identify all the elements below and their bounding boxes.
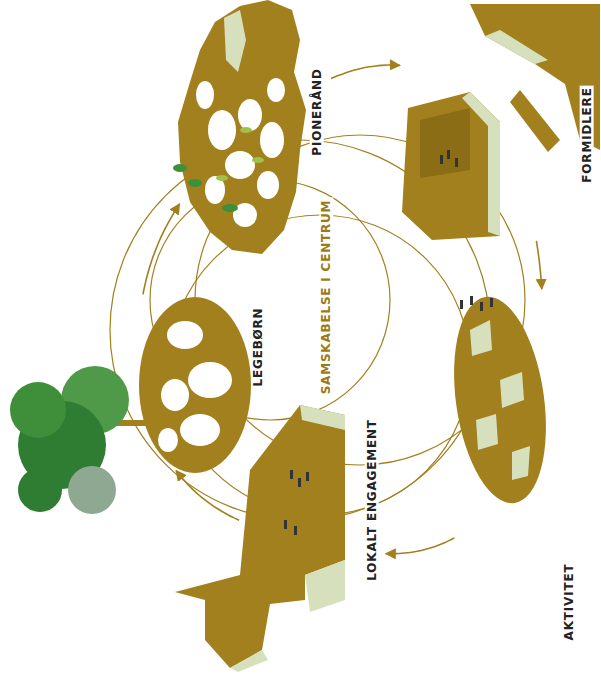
mediator-buildings [402,4,600,240]
node-label: AKTIVITET [562,562,576,643]
pioneer-landscape [173,0,306,254]
cycle-arrow [536,241,541,289]
playground [10,297,251,514]
illustration-node: LEGEBØRN [10,295,270,470]
node-label: LOKALT ENGAGEMENT [364,417,378,582]
cycle-arrow [386,538,455,554]
illustration-node: FORMIDLERE [400,4,598,240]
node-label: FORMIDLERE [579,85,593,184]
cycle-arrow [176,471,239,521]
node-label: PIONERÅND [309,66,323,157]
local-building [175,405,345,672]
illustration-node: LOKALT ENGAGEMENT [240,405,385,670]
centre-title: SAMSKABELSE I CENTRUM [319,198,333,397]
cycle-arrow [143,204,180,294]
cycle-arrow [331,65,400,78]
illustration-node: AKTIVITET [455,290,583,648]
node-label: LEGEBØRN [251,306,265,389]
activity-dome [442,291,558,509]
illustration-node: PIONERÅND [180,4,330,255]
